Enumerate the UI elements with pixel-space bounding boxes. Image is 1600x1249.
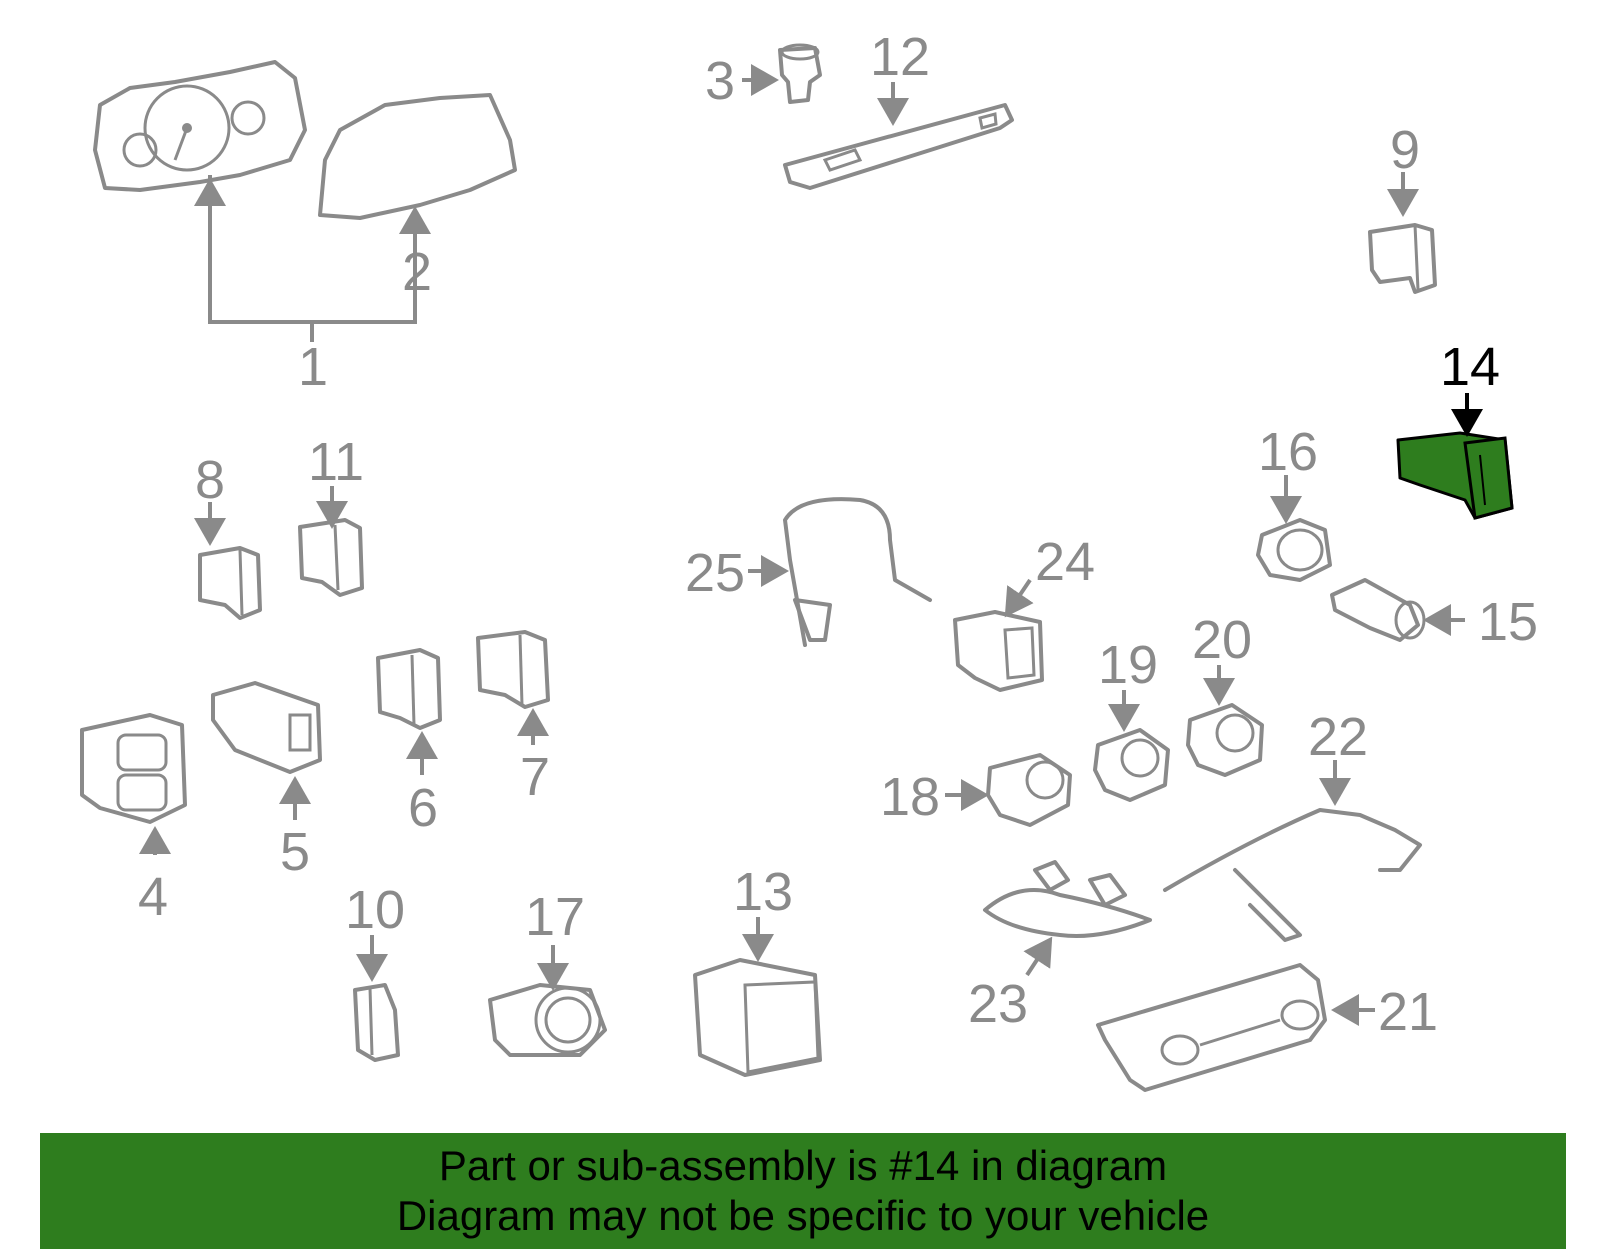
label-19: 19 [1098,635,1158,695]
label-25: 25 [685,543,745,603]
part-17-start-button[interactable] [488,983,607,1057]
label-22: 22 [1308,707,1368,767]
label-10: 10 [345,880,405,940]
label-6: 6 [408,778,438,838]
label-9: 9 [1390,120,1420,180]
leader-1-2 [194,175,431,342]
part-9-switch[interactable] [1368,223,1437,294]
part-20-knob[interactable] [1186,703,1264,777]
part-15-plug[interactable] [1330,578,1426,642]
part-12-switch-bar[interactable] [783,103,1014,190]
part-2-cluster-lens[interactable] [318,93,517,220]
part-24-switch[interactable] [953,610,1044,692]
part-18-knob[interactable] [986,753,1072,827]
banner-line-1: Part or sub-assembly is #14 in diagram [438,1142,1168,1189]
part-22-harness[interactable] [1163,808,1422,942]
label-24: 24 [1035,532,1095,592]
part-23-harness[interactable] [983,860,1152,938]
label-5: 5 [280,822,310,882]
part-10-connector[interactable] [353,983,400,1062]
label-11: 11 [308,432,364,492]
part-19-knob[interactable] [1093,728,1170,802]
leader-23 [1023,936,1053,977]
label-3: 3 [705,51,735,111]
label-4: 4 [138,867,168,927]
part-4-switch-panel[interactable] [80,713,187,824]
part-7-switch[interactable] [476,630,550,709]
label-14: 14 [1440,337,1500,397]
part-1-instrument-cluster[interactable] [93,60,307,192]
label-8: 8 [195,450,225,510]
banner-line-2: Diagram may not be specific to your vehi… [396,1192,1210,1239]
part-14-switch-highlighted[interactable] [1396,431,1514,520]
part-8-switch[interactable] [198,546,262,620]
label-21: 21 [1378,982,1438,1042]
label-15: 15 [1478,592,1538,652]
part-16-socket[interactable] [1256,518,1332,582]
label-12: 12 [870,27,930,87]
label-16: 16 [1258,422,1318,482]
label-2: 2 [402,242,432,302]
part-3-knob[interactable] [778,43,822,104]
info-banner: Part or sub-assembly is #14 in diagram D… [40,1133,1566,1249]
part-5-module[interactable] [211,681,322,774]
part-13-module[interactable] [693,958,822,1077]
label-13: 13 [733,862,793,922]
label-7: 7 [520,747,550,807]
part-21-control-panel[interactable] [1096,963,1327,1092]
label-17: 17 [525,887,585,947]
leader-24 [1004,578,1034,618]
label-18: 18 [880,767,940,827]
part-6-switch[interactable] [376,648,442,730]
label-23: 23 [968,974,1028,1034]
label-20: 20 [1192,610,1252,670]
part-25-harness[interactable] [783,497,932,647]
part-11-switch[interactable] [298,518,364,597]
label-1: 1 [298,337,328,397]
